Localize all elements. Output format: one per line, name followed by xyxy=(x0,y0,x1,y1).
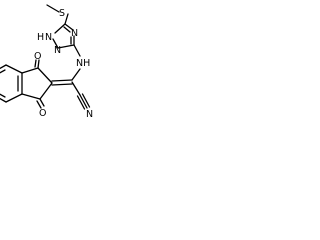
nitrile-n-label: N xyxy=(86,109,93,120)
ring-nh-h-label: H xyxy=(37,32,44,43)
exocyclic-double-bond-b xyxy=(51,83,73,86)
structure-diagram: S H N N N NH O O N xyxy=(0,0,113,134)
benzene-inner-bond-b xyxy=(0,93,6,98)
benzene-bond-5 xyxy=(0,64,7,70)
nh-enamine-bond xyxy=(71,68,81,81)
benzene-bond-3 xyxy=(0,97,7,103)
c3-nh-bond xyxy=(73,44,81,57)
oxygen-bottom-label: O xyxy=(39,108,46,119)
benzene-bond-2 xyxy=(5,93,23,103)
c3-c3a-bond xyxy=(21,93,41,100)
nitrile-triple-2 xyxy=(81,93,91,108)
benzene-inner-bond-c xyxy=(0,69,6,74)
nitrile-triple-3 xyxy=(76,95,86,110)
s-c5-bond xyxy=(64,13,69,25)
c1-c7a-bond xyxy=(21,67,39,74)
exocyclic-double-bond-a xyxy=(51,79,73,82)
c-cn-bond xyxy=(71,81,81,96)
oxygen-top-label: O xyxy=(34,51,41,62)
amine-nh-label: NH xyxy=(76,58,90,69)
ring-n2-label: N xyxy=(54,45,61,56)
ring-n1-label: N xyxy=(45,32,52,43)
nitrile-triple-1 xyxy=(79,94,88,109)
methyl-s-bond xyxy=(46,4,60,13)
triazole-n1-n2-bond xyxy=(52,38,59,49)
c3-o-bond-b xyxy=(36,100,42,109)
triazole-c5-n1-bond xyxy=(54,23,66,34)
c2-c1-bond xyxy=(37,67,53,84)
c1-o-bond-a xyxy=(37,59,40,69)
triazole-n4-c5-double-bond xyxy=(63,26,71,33)
ring-n4-label: N xyxy=(71,28,78,39)
c1-o-bond-b xyxy=(34,59,37,68)
molecule-svg: S H N N N NH O O N xyxy=(0,4,93,120)
benzene-bond-6 xyxy=(5,64,23,74)
c3-o-bond-a xyxy=(39,98,45,107)
triazole-n4-c5-bond xyxy=(64,23,74,31)
triazole-n2-c3-bond xyxy=(57,44,75,49)
c2-c3-bond xyxy=(39,82,53,100)
sulfur-label: S xyxy=(59,8,65,19)
